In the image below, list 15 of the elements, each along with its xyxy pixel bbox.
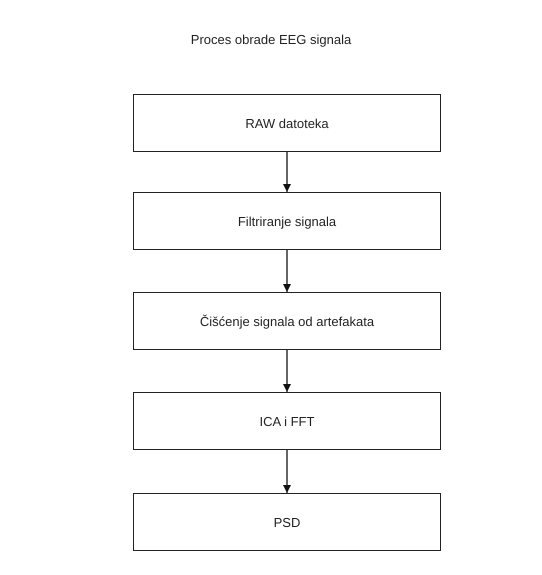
process-box (133, 392, 441, 450)
arrow (283, 250, 291, 292)
diagram-title: Proces obrade EEG signala (190, 32, 352, 47)
box-label: Filtriranje signala (238, 214, 336, 228)
process-box (133, 292, 441, 350)
process-box (133, 94, 441, 152)
box-label: PSD (274, 514, 300, 530)
box-label: ICA i FFT (260, 414, 314, 428)
process-box (133, 192, 441, 250)
box-label: Čišćenje signala od artefakata (200, 314, 374, 328)
box-label: RAW datoteka (245, 116, 329, 130)
process-box (133, 493, 441, 551)
arrow (283, 350, 291, 392)
arrow (283, 450, 291, 493)
arrow (283, 152, 291, 192)
